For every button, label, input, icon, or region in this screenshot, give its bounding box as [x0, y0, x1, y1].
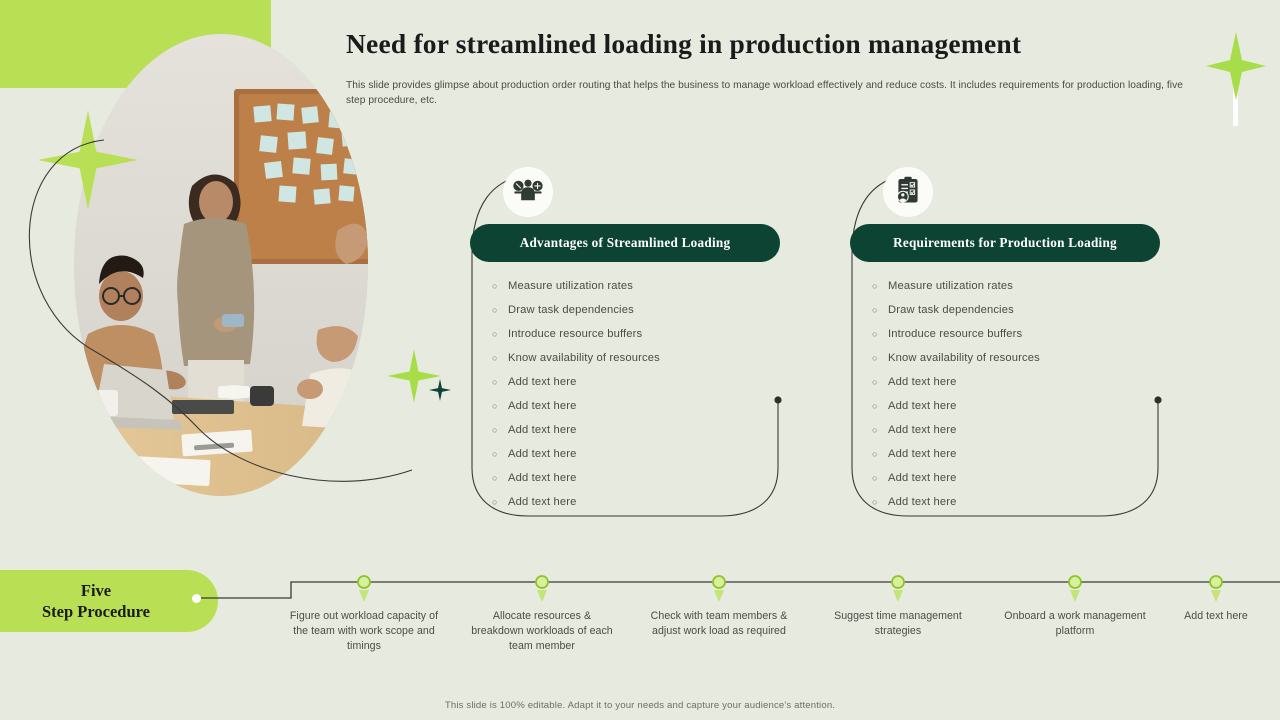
list-item[interactable]: ○ Add text here	[872, 400, 957, 412]
card-icon-requirements	[884, 168, 932, 216]
pill-connector-dot	[192, 594, 201, 603]
list-item[interactable]: ○ Measure utilization rates	[872, 280, 1014, 292]
list-item[interactable]: ○ Draw task dependencies	[872, 304, 1014, 316]
team-meeting-photo	[74, 34, 368, 496]
five-label-line2: Step Procedure	[42, 602, 150, 621]
card-list-advantages: ○ Measure utilization rates ○ Draw task …	[492, 274, 772, 514]
card-list-requirements: ○ Measure utilization rates ○ Draw task …	[872, 274, 1152, 514]
circle-bullet-icon: ○	[492, 352, 498, 363]
circle-bullet-icon: ○	[872, 400, 878, 411]
card-advantages: Advantages of Streamlined Loading ○ Meas…	[470, 168, 782, 518]
circle-bullet-icon: ○	[872, 376, 878, 387]
list-item[interactable]: ○ Add text here	[492, 400, 577, 412]
card-header-advantages: Advantages of Streamlined Loading	[470, 224, 780, 262]
circle-bullet-icon: ○	[492, 328, 498, 339]
list-item[interactable]: ○ Add text here	[492, 472, 577, 484]
card-requirements: Requirements for Production Loading ○ Me…	[850, 168, 1162, 518]
circle-bullet-icon: ○	[492, 448, 498, 459]
list-item[interactable]: ○ Add text here	[872, 472, 957, 484]
list-item[interactable]: ○ Add text here	[492, 376, 577, 388]
page-subtitle: This slide provides glimpse about produc…	[346, 80, 1183, 107]
page-title: Need for streamlined loading in producti…	[346, 28, 1022, 59]
circle-bullet-icon: ○	[492, 496, 498, 507]
list-item[interactable]: ○ Add text here	[492, 448, 577, 460]
footer-note: This slide is 100% editable. Adapt it to…	[444, 700, 836, 711]
card-icon-advantages	[504, 168, 552, 216]
list-item[interactable]: ○ Draw task dependencies	[492, 304, 634, 316]
timeline-step-4[interactable]: Suggest time management strategies	[834, 610, 962, 638]
sparkle-decoration-middle	[386, 348, 442, 409]
list-item[interactable]: ○ Introduce resource buffers	[492, 328, 643, 340]
list-item[interactable]: ○ Introduce resource buffers	[872, 328, 1023, 340]
circle-bullet-icon: ○	[872, 328, 878, 339]
timeline-step-2[interactable]: Allocate resources & breakdown workloads…	[471, 610, 613, 653]
circle-bullet-icon: ○	[872, 280, 878, 291]
card-title-requirements: Requirements for Production Loading	[893, 235, 1117, 250]
circle-bullet-icon: ○	[872, 448, 878, 459]
card-title-advantages: Advantages of Streamlined Loading	[519, 235, 731, 250]
timeline-step-6[interactable]: Add text here	[1184, 610, 1248, 622]
circle-bullet-icon: ○	[492, 280, 498, 291]
circle-bullet-icon: ○	[492, 400, 498, 411]
circle-bullet-icon: ○	[492, 472, 498, 483]
circle-bullet-icon: ○	[872, 352, 878, 363]
circle-bullet-icon: ○	[872, 424, 878, 435]
card-header-requirements: Requirements for Production Loading	[850, 224, 1160, 262]
list-item[interactable]: ○ Add text here	[872, 496, 957, 508]
list-item[interactable]: ○ Add text here	[872, 424, 957, 436]
sparkle-decoration-small-dark	[428, 378, 452, 407]
timeline-step-5[interactable]: Onboard a work management platform	[1004, 610, 1146, 638]
circle-bullet-icon: ○	[872, 304, 878, 315]
timeline-step-3[interactable]: Check with team members & adjust work lo…	[650, 610, 788, 638]
five-label-line1: Five	[80, 580, 112, 600]
circle-bullet-icon: ○	[492, 304, 498, 315]
list-item[interactable]: ○ Add text here	[492, 496, 577, 508]
circle-bullet-icon: ○	[492, 376, 498, 387]
circle-bullet-icon: ○	[872, 472, 878, 483]
people-balance-icon	[513, 178, 543, 207]
list-item[interactable]: ○ Add text here	[872, 376, 957, 388]
list-item[interactable]: ○ Know availability of resources	[492, 352, 660, 364]
list-item[interactable]: ○ Add text here	[872, 448, 957, 460]
list-item[interactable]: ○ Add text here	[492, 424, 577, 436]
list-item[interactable]: ○ Measure utilization rates	[492, 280, 634, 292]
list-item[interactable]: ○ Know availability of resources	[872, 352, 1040, 364]
five-step-procedure-label: Five Step Procedure	[0, 570, 218, 632]
clipboard-person-icon	[895, 176, 921, 209]
circle-bullet-icon: ○	[872, 496, 878, 507]
circle-bullet-icon: ○	[492, 424, 498, 435]
timeline-step-1[interactable]: Figure out workload capacity of the team…	[289, 610, 439, 653]
